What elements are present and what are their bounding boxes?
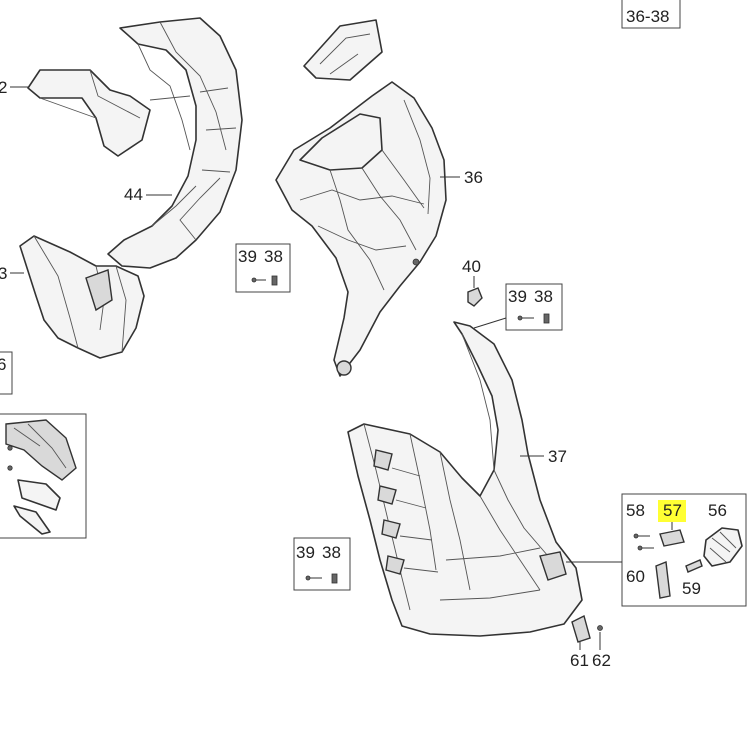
part-40: 40 [462, 257, 483, 307]
right-parts-box: 58 57 56 60 59 [566, 493, 747, 607]
callout-39-lower: 39 [296, 543, 315, 562]
callout-36: 36 [464, 168, 483, 187]
callout-58: 58 [626, 501, 645, 520]
callout-38-upper: 38 [264, 247, 283, 266]
fastener-box-lower: 39 38 [293, 537, 351, 591]
fastener-box-upper: 39 38 [235, 243, 291, 293]
callout-62: 62 [592, 651, 611, 670]
callout-2: 2 [0, 78, 7, 97]
callout-top-right: 36-38 [626, 7, 669, 26]
part-6-box: 6 [0, 351, 13, 395]
callout-56: 56 [708, 501, 727, 520]
callout-61: 61 [570, 651, 589, 670]
left-lower-assembly [0, 413, 87, 539]
callout-6: 6 [0, 355, 6, 374]
callout-3: 3 [0, 264, 7, 283]
callout-40: 40 [462, 257, 481, 276]
callout-59: 59 [682, 579, 701, 598]
part-3: 3 [0, 235, 145, 359]
parts-61-62: 61 62 [570, 614, 611, 670]
fastener-box-middle: 39 38 [473, 283, 563, 331]
callout-37: 37 [548, 447, 567, 466]
callout-39-middle: 39 [508, 287, 527, 306]
callout-60: 60 [626, 567, 645, 586]
highlight-57 [658, 500, 686, 522]
part-36: 36 [275, 19, 483, 377]
top-right-label-group: 36-38 [621, 0, 681, 29]
callout-39-upper: 39 [238, 247, 257, 266]
part-44: 44 [107, 17, 243, 269]
part-2: 2 [0, 69, 151, 157]
callout-38-middle: 38 [534, 287, 553, 306]
part-37: 37 [347, 321, 583, 637]
callout-57: 57 [663, 501, 682, 520]
callout-38-lower: 38 [322, 543, 341, 562]
callout-44: 44 [124, 185, 143, 204]
